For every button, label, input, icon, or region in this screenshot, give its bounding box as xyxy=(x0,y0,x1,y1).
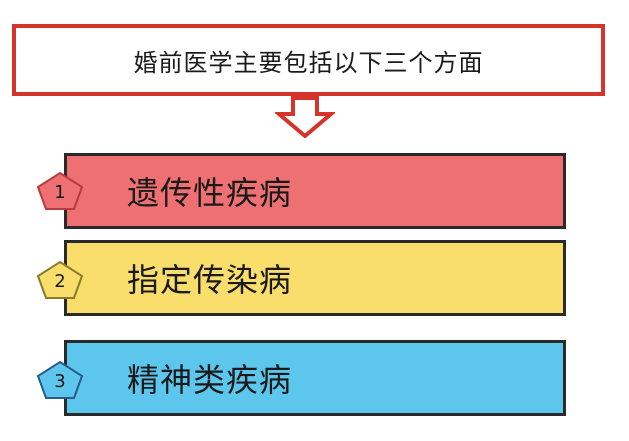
list-item-3: 精神类疾病 xyxy=(64,340,566,416)
item-label-3: 精神类疾病 xyxy=(127,361,293,399)
number-badge-3: 3 xyxy=(36,360,84,400)
item-label-2: 指定传染病 xyxy=(127,261,293,299)
item-label-1: 遗传性疾病 xyxy=(127,174,293,212)
list-item-2: 指定传染病 xyxy=(64,240,566,316)
diagram-title: 婚前医学主要包括以下三个方面 xyxy=(133,48,484,77)
badge-number-3: 3 xyxy=(54,371,66,392)
badge-number-2: 2 xyxy=(54,271,66,292)
pentagon-icon xyxy=(36,360,84,399)
pentagon-icon xyxy=(36,171,84,210)
list-item-1: 遗传性疾病 xyxy=(64,153,566,229)
title-box: 婚前医学主要包括以下三个方面 xyxy=(12,24,605,96)
pentagon-icon xyxy=(36,260,84,299)
number-badge-1: 1 xyxy=(36,171,84,211)
number-badge-2: 2 xyxy=(36,260,84,300)
down-arrow-icon xyxy=(275,96,335,138)
badge-number-1: 1 xyxy=(54,182,66,203)
